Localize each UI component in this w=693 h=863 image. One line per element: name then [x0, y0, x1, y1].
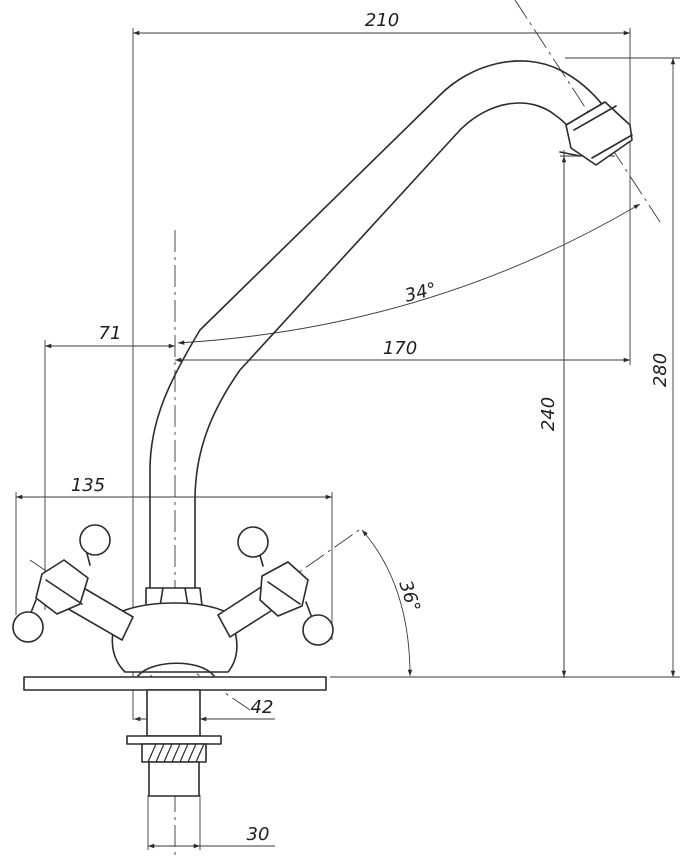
right-hub-line	[267, 581, 301, 605]
right-handle	[217, 526, 334, 646]
left-hub-line	[45, 579, 83, 605]
dim-label-34: 34°	[403, 279, 439, 307]
dim-arc-34	[177, 203, 641, 345]
left-handle-hub	[35, 559, 89, 615]
aerator-line-1	[573, 105, 617, 131]
nozzle-axis	[514, 0, 661, 223]
dimension-71: 71	[45, 323, 175, 349]
spout-outer-edge	[149, 60, 606, 591]
dimension-240: 240	[538, 156, 567, 677]
shank-thread	[148, 761, 200, 797]
dimension-34-deg: 34°	[177, 203, 641, 345]
valve-body-base-curve	[137, 662, 215, 677]
shank	[126, 689, 222, 797]
shank-washer	[126, 735, 222, 745]
dim-label-36: 36°	[394, 578, 424, 615]
valve-body	[111, 602, 238, 677]
mounting-plate	[23, 676, 327, 691]
left-bottom-knob	[12, 611, 44, 643]
dim-label-210: 210	[365, 10, 399, 31]
dimension-36-deg: 36°	[361, 529, 424, 677]
spout-inner-edge	[194, 102, 579, 591]
aerator-body	[565, 101, 633, 166]
dim-label-135: 135	[71, 475, 105, 496]
dimension-42: 42	[134, 697, 275, 722]
left-handle	[12, 524, 134, 643]
spout	[149, 60, 606, 591]
left-top-knob	[79, 524, 111, 556]
dim-label-42: 42	[251, 697, 274, 718]
shank-upper	[146, 689, 201, 737]
aerator-tip	[559, 151, 581, 157]
dimension-170: 170	[175, 338, 630, 363]
dimension-135: 135	[16, 475, 332, 500]
dim-label-30: 30	[247, 824, 270, 845]
aerator-line-2	[591, 134, 633, 159]
dimension-210: 210	[133, 10, 630, 36]
aerator	[559, 101, 633, 166]
dim-arc-36	[361, 529, 413, 677]
right-bottom-knob	[302, 614, 334, 646]
dimension-30: 30	[148, 824, 275, 849]
center-lines	[29, 0, 661, 860]
right-top-knob	[237, 526, 269, 558]
dim-label-240: 240	[538, 397, 559, 431]
shank-nut-hatching	[147, 743, 205, 763]
right-cross-arm-down	[305, 601, 313, 619]
dim-label-280: 280	[650, 353, 671, 387]
right-handle-hub	[259, 561, 309, 617]
dim-label-170: 170	[383, 338, 417, 359]
dimension-280: 280	[650, 58, 676, 677]
valve-body-shell	[111, 602, 238, 673]
dim-label-71: 71	[99, 323, 122, 344]
